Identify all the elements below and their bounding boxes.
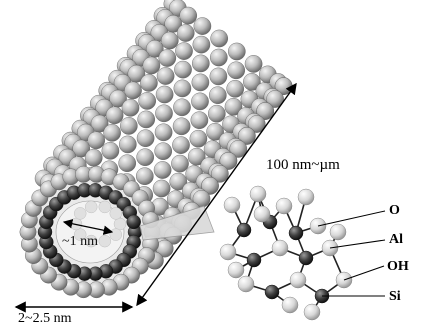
tube-sphere <box>140 74 157 91</box>
tube-sphere <box>159 49 176 66</box>
nanotube-cross-section <box>20 166 160 298</box>
atom-label-al: Al <box>389 233 403 247</box>
o-atom <box>298 189 314 205</box>
tube-sphere <box>208 105 225 122</box>
tube-sphere <box>124 82 141 99</box>
tube-sphere <box>177 24 194 41</box>
tube-sphere <box>192 55 209 72</box>
o-atom <box>254 206 270 222</box>
atom-label-si: Si <box>389 290 401 304</box>
atom-leader-line <box>344 266 384 280</box>
lumen-sphere <box>110 207 122 219</box>
tube-sphere <box>138 111 155 128</box>
tube-sphere <box>210 68 227 85</box>
inner-diameter-label: ~1 nm <box>62 235 98 249</box>
tube-sphere <box>155 124 172 141</box>
tube-sphere <box>88 132 105 149</box>
tube-sphere <box>209 87 226 104</box>
tube-sphere <box>171 155 188 172</box>
tube-sphere <box>137 149 154 166</box>
o-atom <box>290 272 306 288</box>
tube-sphere <box>172 137 189 154</box>
tube-sphere <box>191 93 208 110</box>
molecular-structure <box>220 186 385 320</box>
tube-sphere <box>106 107 123 124</box>
outer-diameter-label: 2~2.5 nm <box>18 312 71 326</box>
tube-sphere <box>228 43 245 60</box>
tube-sphere <box>192 74 209 91</box>
o-atom <box>238 276 254 292</box>
atom-label-o: O <box>389 204 400 218</box>
lumen-sphere <box>110 229 122 241</box>
tube-sphere <box>227 80 244 97</box>
tube-sphere <box>136 168 153 185</box>
lumen-sphere <box>99 201 111 213</box>
tube-sphere <box>119 155 136 172</box>
tube-sphere <box>143 57 160 74</box>
al-si-atom <box>289 226 303 240</box>
tube-sphere <box>122 99 139 116</box>
tube-sphere <box>211 30 228 47</box>
o-atom <box>330 224 346 240</box>
tube-sphere <box>156 86 173 103</box>
tube-sphere <box>245 55 262 72</box>
lumen-sphere <box>99 235 111 247</box>
al-si-atom <box>247 253 261 267</box>
tube-sphere <box>173 118 190 135</box>
tube-sphere <box>173 99 190 116</box>
tube-sphere <box>157 67 174 84</box>
o-atom <box>272 240 288 256</box>
o-atom <box>282 297 298 313</box>
tube-sphere <box>153 180 170 197</box>
tube-sphere <box>85 149 102 166</box>
tube-sphere <box>190 130 207 147</box>
tube-sphere <box>161 32 178 49</box>
o-atom <box>250 186 266 202</box>
lumen-sphere <box>114 218 126 230</box>
tube-sphere <box>155 105 172 122</box>
tube-sphere <box>194 18 211 35</box>
al-si-atom <box>265 285 279 299</box>
tube-sphere <box>119 136 136 153</box>
al-si-atom <box>237 223 251 237</box>
tube-sphere <box>104 124 121 141</box>
tube-sphere <box>139 92 156 109</box>
tube-sphere <box>174 61 191 78</box>
tube-sphere <box>210 49 227 66</box>
inner-ring-sphere <box>127 215 141 229</box>
tube-sphere <box>120 117 137 134</box>
o-atom <box>276 198 292 214</box>
tube-sphere <box>180 7 197 24</box>
tube-sphere <box>154 161 171 178</box>
o-atom <box>304 304 320 320</box>
tube-sphere <box>191 112 208 129</box>
length-label: 100 nm~µm <box>266 158 340 173</box>
o-atom <box>224 197 240 213</box>
atom-leader-line <box>318 211 385 226</box>
atom-leader-line <box>330 240 385 248</box>
tube-sphere <box>155 143 172 160</box>
lumen-sphere <box>74 207 86 219</box>
tube-sphere <box>137 130 154 147</box>
atom-label-oh: OH <box>387 260 409 274</box>
tube-sphere <box>102 142 119 159</box>
tube-sphere <box>175 43 192 60</box>
tube-sphere <box>193 36 210 53</box>
tube-sphere <box>174 80 191 97</box>
al-si-atom <box>299 251 313 265</box>
o-atom <box>220 244 236 260</box>
o-atom <box>228 262 244 278</box>
lumen-sphere <box>85 201 97 213</box>
tube-sphere <box>228 62 245 79</box>
